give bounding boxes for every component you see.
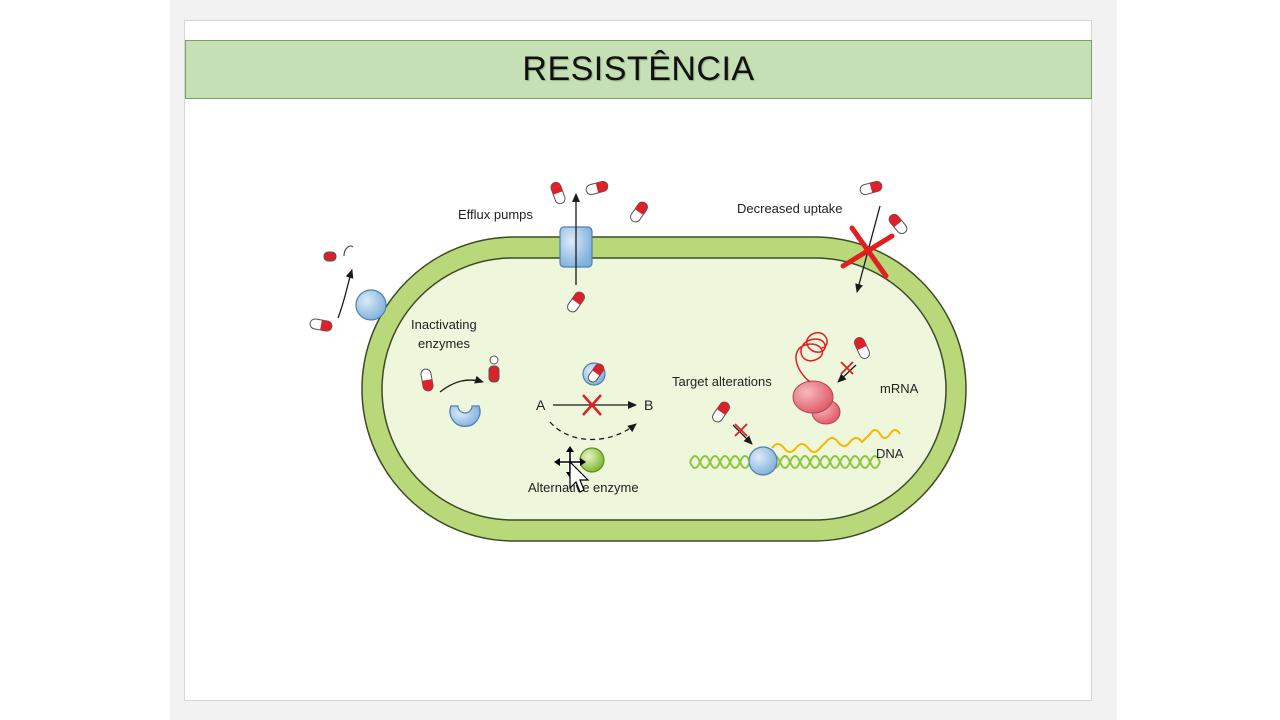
drug-capsule (587, 363, 605, 383)
drug-capsule (859, 180, 883, 196)
protein-chain (795, 331, 828, 383)
target-arrow-ribosome (837, 364, 857, 383)
target-block-cross-icon (840, 361, 854, 375)
inactivation-arrow-inner (439, 375, 484, 393)
slide-title: RESISTÊNCIA (522, 50, 755, 88)
mrna-label: mRNA (880, 381, 919, 396)
dna-label: DNA (876, 446, 904, 461)
membrane-enzyme (355, 289, 387, 321)
inactivating-label-1: Inactivating (411, 317, 477, 332)
pathway-block-cross-icon (582, 394, 602, 416)
target-arrow-polymerase (732, 424, 753, 445)
title-bar: RESISTÊNCIA (185, 40, 1092, 99)
dna-helix (689, 455, 881, 469)
drug-capsule (888, 213, 908, 235)
efflux-label: Efflux pumps (458, 207, 533, 222)
drug-capsule (585, 180, 609, 196)
drug-capsule (630, 201, 648, 223)
drug-capsule (550, 181, 566, 205)
target-label: Target alterations (672, 374, 772, 389)
ribosome (792, 380, 841, 425)
inactivation-arrow-outer (337, 269, 354, 319)
uptake-block-cross-icon (840, 225, 895, 279)
rna-polymerase (748, 446, 778, 476)
drug-capsule (567, 291, 585, 313)
bypass-arrow (549, 421, 637, 441)
mrna-strand (771, 429, 901, 453)
drug-capsule (853, 337, 871, 359)
pathway-label-b: B (644, 397, 653, 413)
broken-drug (488, 355, 500, 383)
uptake-label: Decreased uptake (737, 201, 843, 216)
drug-capsule (420, 368, 434, 392)
inactivating-label-2: enzymes (418, 336, 471, 351)
drug-capsule (712, 401, 730, 423)
inactivating-enzyme (449, 405, 481, 427)
broken-drug (323, 245, 354, 262)
move-cursor-icon (554, 446, 590, 493)
target-block-cross-icon (734, 423, 748, 437)
cytoplasm (381, 257, 947, 521)
pathway-label-a: A (536, 397, 546, 413)
drug-capsule (309, 318, 333, 332)
